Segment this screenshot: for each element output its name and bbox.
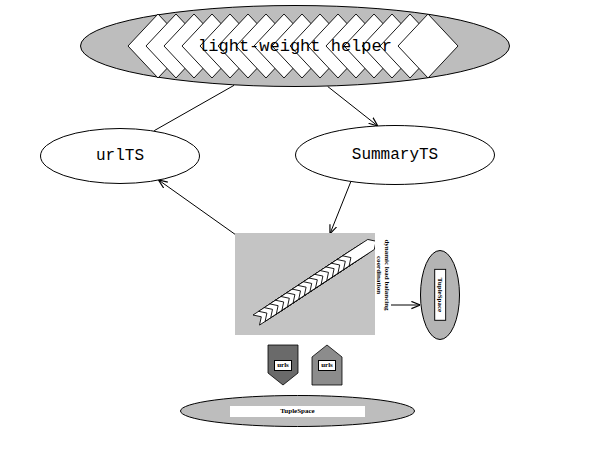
node-label: urls: [274, 360, 292, 371]
node-label: TupleSpace: [434, 269, 446, 321]
tuplespace-ellipse: SummaryTS: [295, 125, 495, 185]
node-label: urls: [318, 360, 336, 371]
tuplespace-ellipse: urlTS: [40, 128, 200, 184]
node-label: SummaryTS: [352, 146, 438, 164]
ellipse-outline: [421, 251, 460, 340]
tuplespace-ellipse: TupleSpace: [180, 395, 415, 427]
packet-outline: [268, 345, 298, 385]
connector: [159, 180, 235, 234]
tuplespace-ellipse: TupleSpace: [420, 250, 460, 340]
url-packet: urls: [312, 345, 342, 385]
node-label: light-weight helper: [198, 37, 392, 56]
node-label: urlTS: [96, 147, 144, 165]
packet-outline: [312, 345, 342, 385]
node-label: TupleSpace: [230, 406, 364, 417]
worker-panel: dynamic load balancing coordination: [235, 233, 375, 335]
connector: [328, 87, 377, 126]
url-packet: urls: [268, 345, 298, 385]
helper-ellipse: light-weight helper: [80, 5, 510, 87]
ellipse-outline: [41, 129, 200, 184]
ellipse-outline: [181, 396, 415, 427]
node-shape: [235, 233, 375, 335]
agent-chevron: [343, 236, 380, 266]
node-label: dynamic load balancing coordination: [375, 234, 391, 316]
ellipse-outline: [81, 6, 510, 87]
ellipse-outline: [296, 126, 495, 185]
connector: [154, 85, 234, 130]
worker-agent: [343, 236, 380, 266]
connector: [330, 182, 350, 233]
helper-diamond: [398, 14, 458, 78]
